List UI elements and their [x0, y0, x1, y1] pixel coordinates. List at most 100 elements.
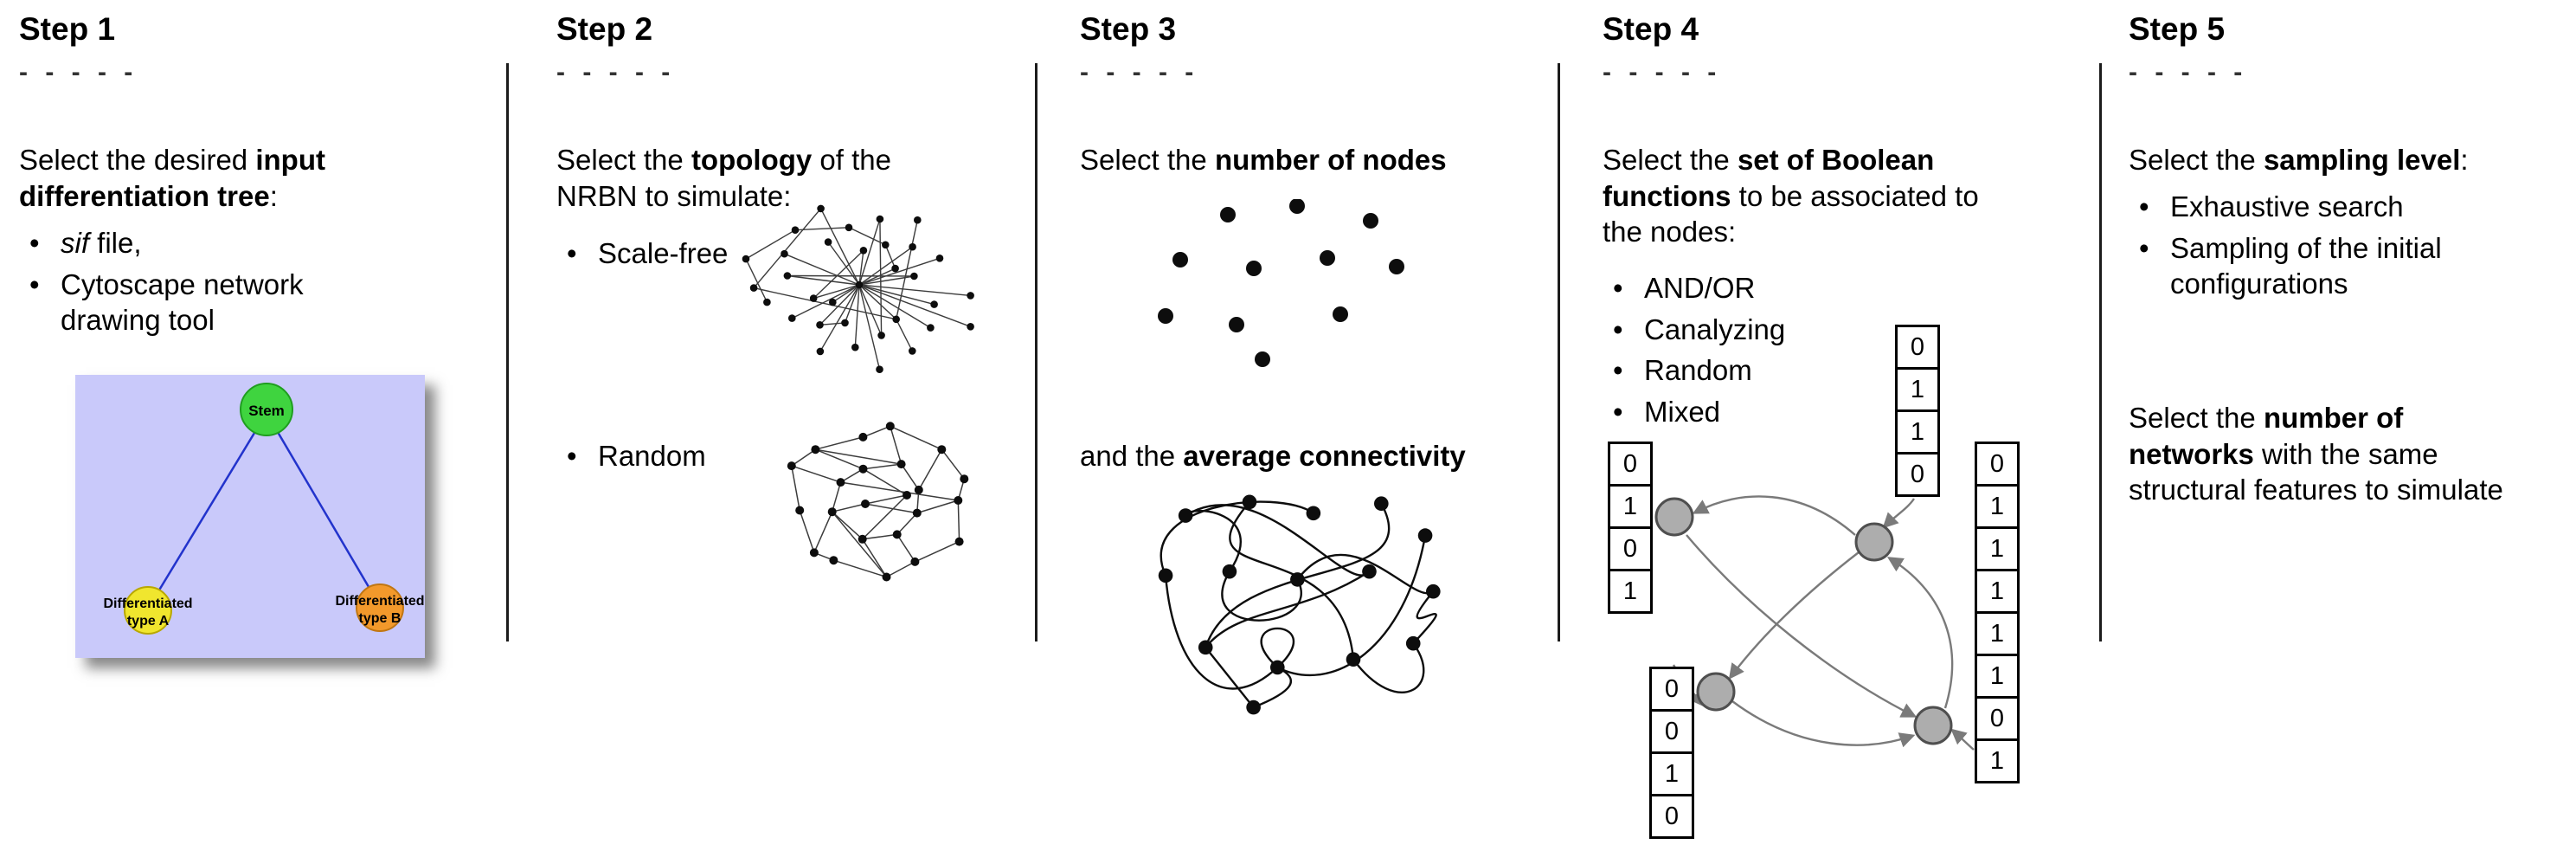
column-divider-1 — [506, 63, 509, 641]
graph-node — [882, 572, 891, 582]
graph-edge — [864, 503, 917, 514]
step4-bullet-list: AND/OR Canalyzing Random Mixed — [1603, 265, 1785, 429]
graph-node — [1346, 652, 1361, 667]
stem-label: Stem — [248, 403, 285, 419]
network-node-d — [1913, 706, 1953, 745]
graph-edge — [896, 513, 918, 535]
step3-dashed-rule: - - - - - — [1080, 57, 1199, 87]
boolean-cell: 0 — [1975, 696, 2020, 741]
graph-edge — [858, 284, 971, 327]
graph-node — [909, 347, 916, 355]
graph-node — [1320, 250, 1335, 266]
step3-column: Step 3 - - - - - Select the number of no… — [1080, 11, 1551, 715]
graph-node — [1363, 213, 1378, 229]
step4-column: Step 4 - - - - - Select the set of Boole… — [1603, 11, 2091, 839]
step4-dashed-rule: - - - - - — [1603, 57, 1722, 87]
graph-edge — [1229, 501, 1355, 660]
column-divider-2 — [1035, 63, 1037, 641]
graph-node — [809, 294, 818, 302]
graph-node — [1198, 640, 1213, 655]
boolean-cell: 0 — [1649, 667, 1694, 712]
boolean-cell: 1 — [1975, 569, 2020, 614]
graph-node — [836, 478, 845, 487]
graph-edge — [1204, 647, 1255, 708]
graph-edge — [1260, 627, 1295, 668]
graph-node — [858, 534, 867, 544]
random-network-figure — [787, 422, 969, 582]
graph-edge — [813, 511, 833, 553]
graph-edge — [791, 465, 841, 483]
graph-edge — [896, 220, 918, 319]
graph-node — [954, 496, 963, 505]
graph-edge — [1204, 503, 1391, 648]
graph-node — [1158, 568, 1173, 583]
network-node-a — [1654, 497, 1694, 537]
network-node-c — [1696, 672, 1736, 712]
graph-node — [1158, 308, 1173, 324]
graph-node — [781, 249, 788, 258]
graph-edge — [827, 242, 860, 286]
graph-edge — [815, 448, 864, 470]
step4-bullet-random: Random — [1603, 352, 1785, 389]
graph-node — [891, 264, 899, 273]
step5-title: Step 5 — [2129, 11, 2226, 47]
graph-edge — [863, 425, 891, 438]
graph-node — [749, 284, 758, 292]
graph-node — [935, 255, 944, 262]
tree-edge-a — [146, 412, 268, 609]
graph-edge — [863, 463, 902, 470]
step2-dashed-rule: - - - - - — [556, 57, 676, 87]
step5-bullet-exhaustive: Exhaustive search — [2129, 189, 2501, 225]
graph-node — [795, 506, 805, 515]
graph-node — [892, 315, 900, 324]
step4-bullet-canalyzing: Canalyzing — [1603, 312, 1785, 348]
graph-edge — [858, 257, 941, 286]
graph-node — [960, 474, 969, 484]
graph-edge — [858, 284, 897, 320]
boolean-cell: 1 — [1608, 484, 1653, 529]
graph-node — [910, 272, 918, 280]
graph-node — [1333, 306, 1348, 322]
step4-intro: Select the set of Boolean functions to b… — [1603, 144, 1979, 248]
network-node-b — [1854, 522, 1894, 562]
boolean-cell: 0 — [1895, 325, 1940, 370]
graph-edge — [858, 284, 931, 329]
graph-edge — [794, 227, 850, 231]
graph-edge — [745, 258, 768, 303]
graph-edge — [864, 494, 908, 505]
graph-node — [1405, 635, 1421, 651]
step3-connectivity-text: and the average connectivity — [1080, 440, 1466, 472]
graph-edge — [840, 481, 959, 501]
graph-edge — [1412, 590, 1437, 645]
graph-edge — [819, 208, 860, 286]
graph-node — [954, 537, 964, 546]
graph-node — [742, 255, 750, 263]
graph-node — [1222, 564, 1237, 579]
graph-edge — [1352, 642, 1425, 693]
graph-edge — [791, 465, 800, 511]
boolean-cell: 1 — [1608, 569, 1653, 614]
graph-edge — [799, 510, 815, 553]
graph-edge — [813, 284, 860, 300]
step1-bullet-cytoscape: Cytoscape network drawing tool — [19, 267, 355, 338]
stem-node — [240, 383, 293, 436]
graph-node — [816, 347, 825, 356]
graph-edge — [819, 284, 860, 326]
graph-node — [967, 323, 974, 331]
nodes-scatter-figure — [1158, 199, 1404, 367]
graph-node — [827, 507, 837, 517]
graph-node — [855, 280, 864, 289]
graph-edge — [858, 250, 864, 286]
graph-node — [914, 485, 923, 494]
scale-free-network-figure — [742, 204, 974, 373]
graph-node — [896, 460, 906, 469]
graph-node — [783, 272, 792, 280]
step5-bullet-sampling: Sampling of the initial configurations — [2129, 230, 2508, 302]
graph-edge — [832, 511, 888, 577]
graph-edge — [753, 208, 822, 289]
graph-node — [1362, 564, 1377, 579]
